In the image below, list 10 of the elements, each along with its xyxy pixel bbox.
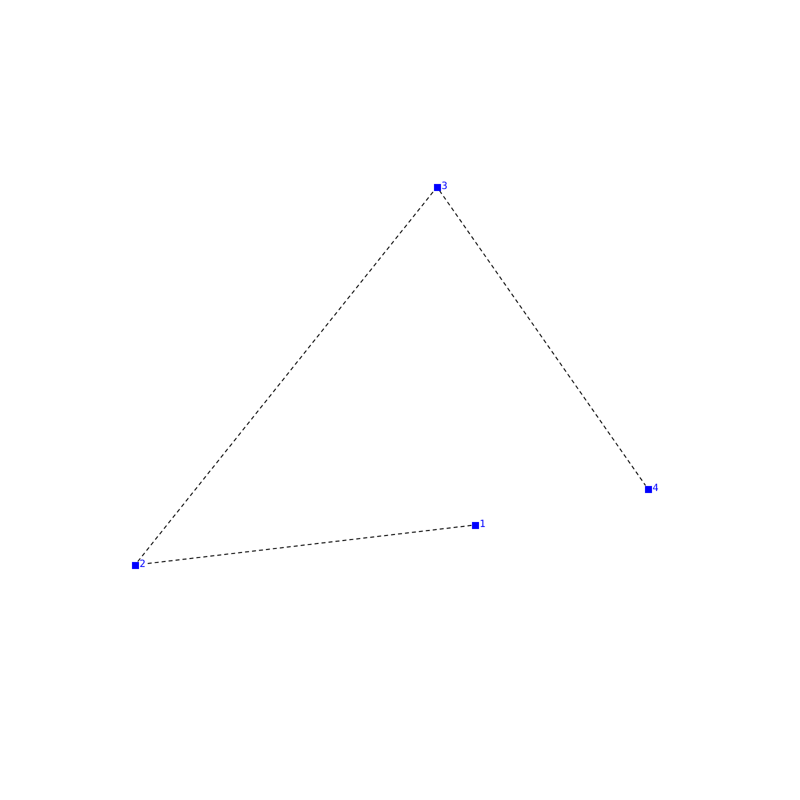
point-label: 1 [480, 520, 487, 530]
point-marker [132, 562, 138, 568]
point-label: 4 [652, 484, 660, 494]
point-label: 3 [442, 182, 449, 192]
point-marker [472, 522, 478, 528]
point-marker [434, 184, 440, 190]
connector-line [137, 190, 435, 562]
point-marker [644, 486, 652, 492]
point-label: 2 [140, 560, 147, 570]
connector-line [438, 190, 646, 486]
